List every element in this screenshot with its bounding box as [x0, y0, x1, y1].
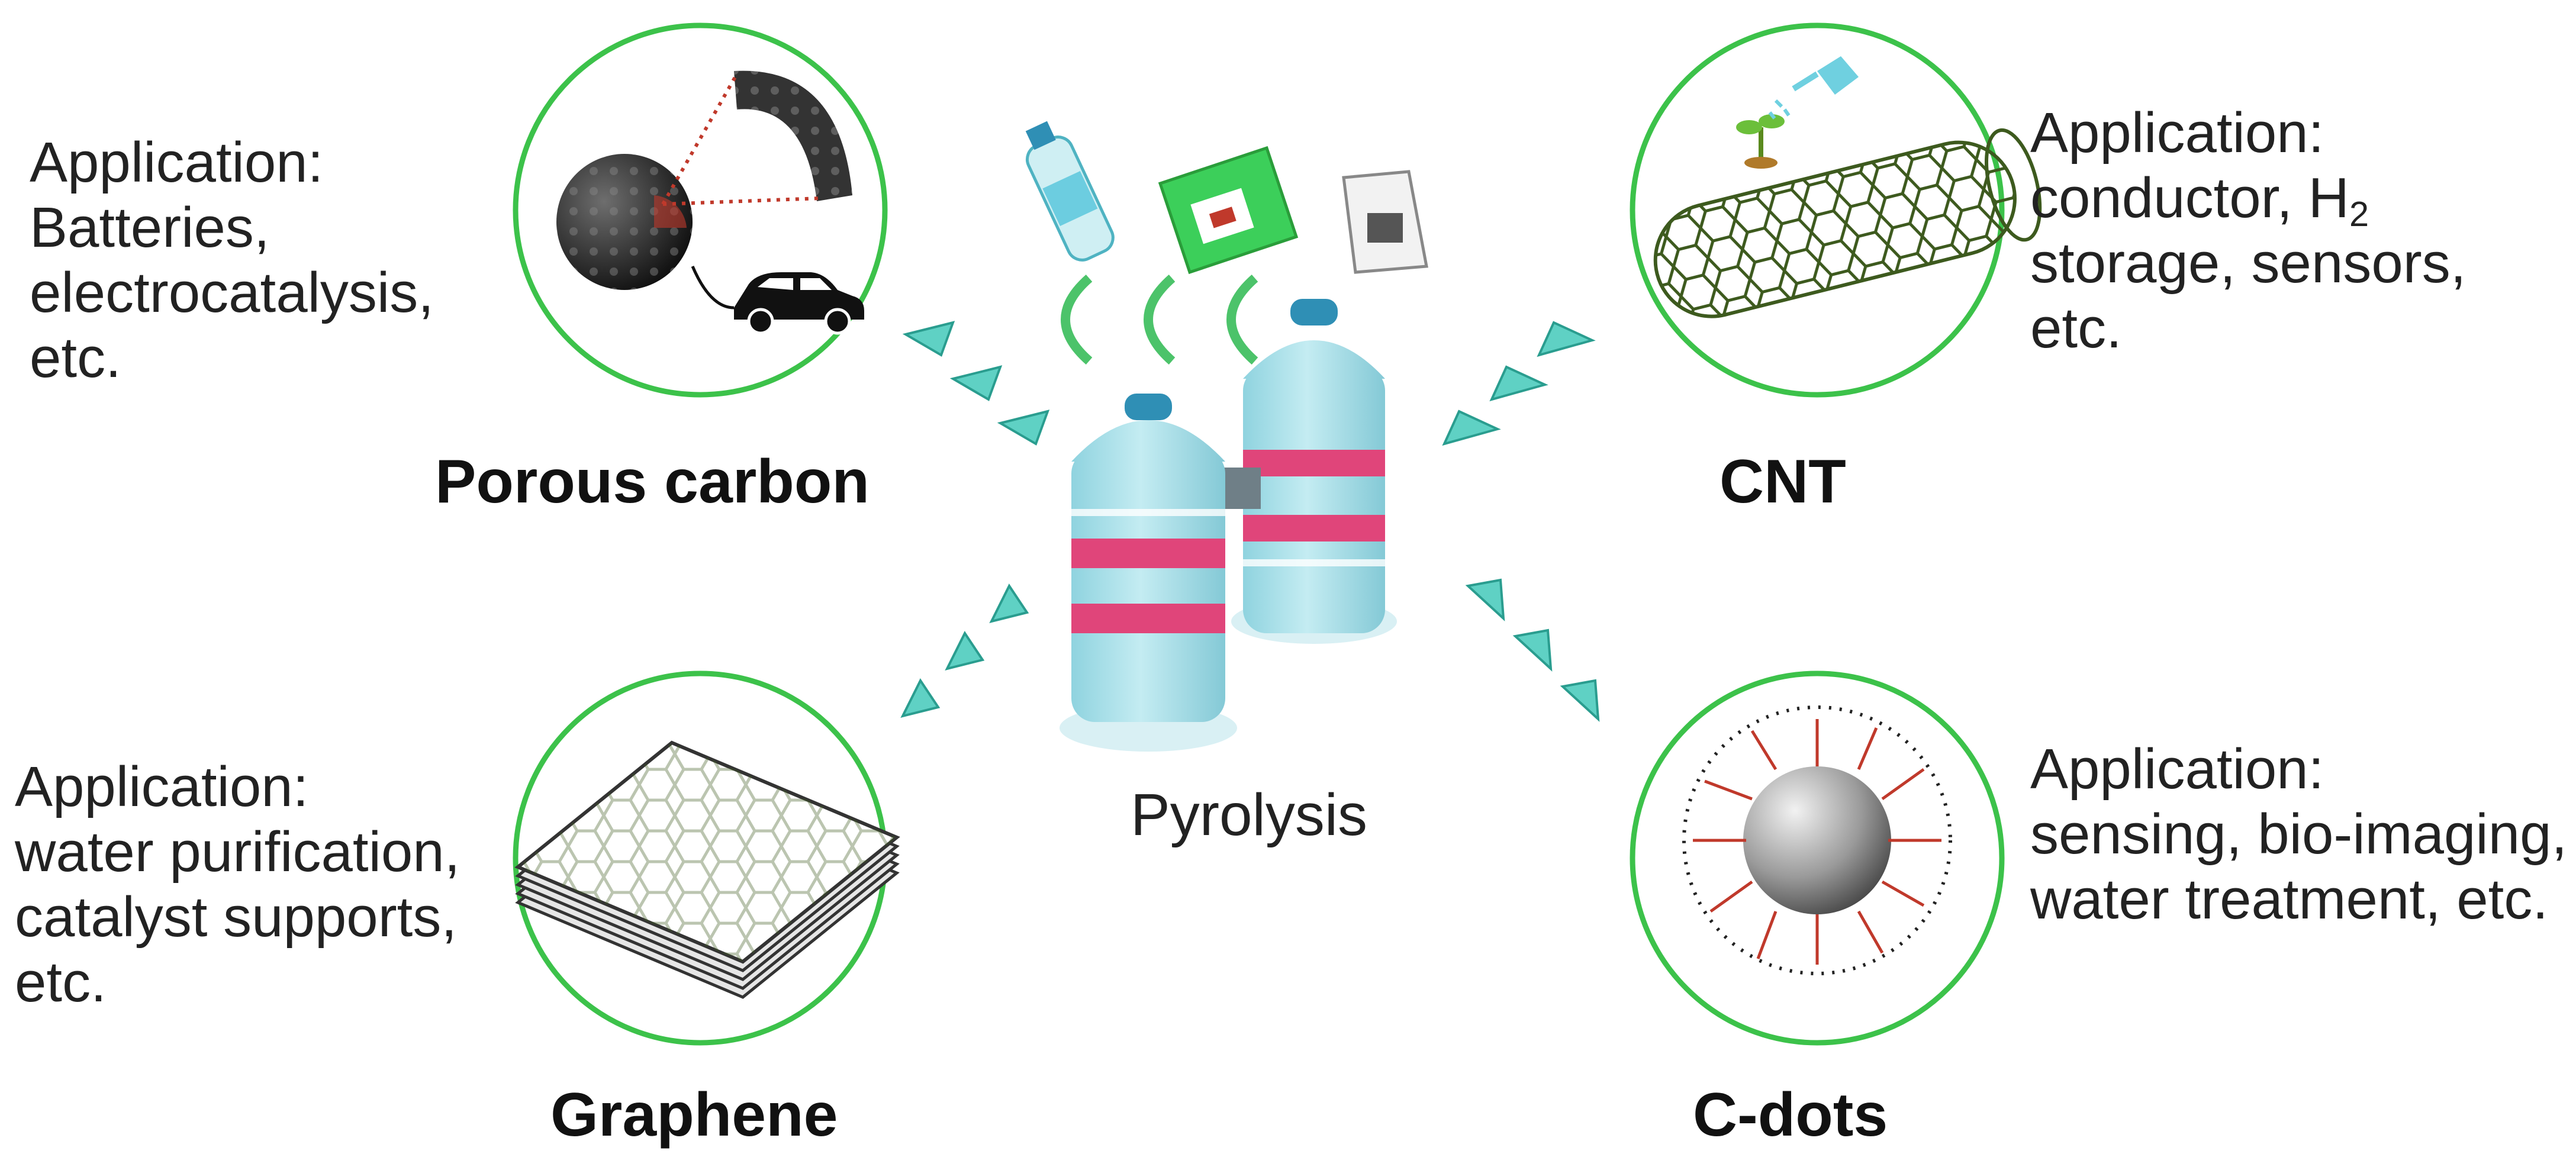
- c-dots-application: Application: sensing, bio-imaging, water…: [2030, 737, 2568, 931]
- green-curved-arrows: [1061, 274, 1258, 365]
- cnt-title: CNT: [1720, 447, 1846, 516]
- electric-car-icon: [691, 266, 864, 335]
- carbon-nanotube-icon: [1653, 128, 2042, 318]
- porous-sphere-icon: [556, 154, 693, 290]
- porous-carbon-illustration: [513, 22, 888, 398]
- plastic-bag-grey-icon: [1342, 170, 1428, 274]
- c-dots-title: C-dots: [1693, 1081, 1888, 1149]
- c-dots-illustration: [1630, 671, 2005, 1046]
- arrow-to-porous-carbon: [902, 321, 1050, 446]
- carbon-dot-sphere-icon: [1693, 719, 1941, 965]
- carbon-shell-fragment-icon: [734, 70, 852, 201]
- cnt-application: Application: conductor, H2 storage, sens…: [2030, 101, 2466, 360]
- plastic-bottle-icon: [1025, 121, 1115, 262]
- arrow-to-graphene: [900, 584, 1029, 718]
- watering-can-icon: [1768, 56, 1859, 120]
- graphene-illustration: [513, 671, 900, 1046]
- zoom-dotted-lines: [661, 73, 820, 206]
- plastic-bag-green-icon: [1158, 146, 1299, 275]
- arrow-to-cnt: [1442, 321, 1596, 446]
- porous-carbon-application: Application: Batteries, electrocatalysis…: [30, 131, 434, 389]
- pyrolysis-reactor-icon: [1060, 299, 1397, 752]
- porous-carbon-title: Porous carbon: [435, 447, 870, 516]
- seedling-icon: [1736, 114, 1785, 169]
- cnt-illustration: [1630, 22, 2042, 398]
- arrow-to-c-dots: [1465, 578, 1600, 722]
- pyrolysis-label: Pyrolysis: [1131, 782, 1368, 848]
- graphene-title: Graphene: [550, 1081, 838, 1149]
- graphene-application: Application: water purification, catalys…: [15, 755, 461, 1014]
- graphene-stack-icon: [514, 740, 900, 999]
